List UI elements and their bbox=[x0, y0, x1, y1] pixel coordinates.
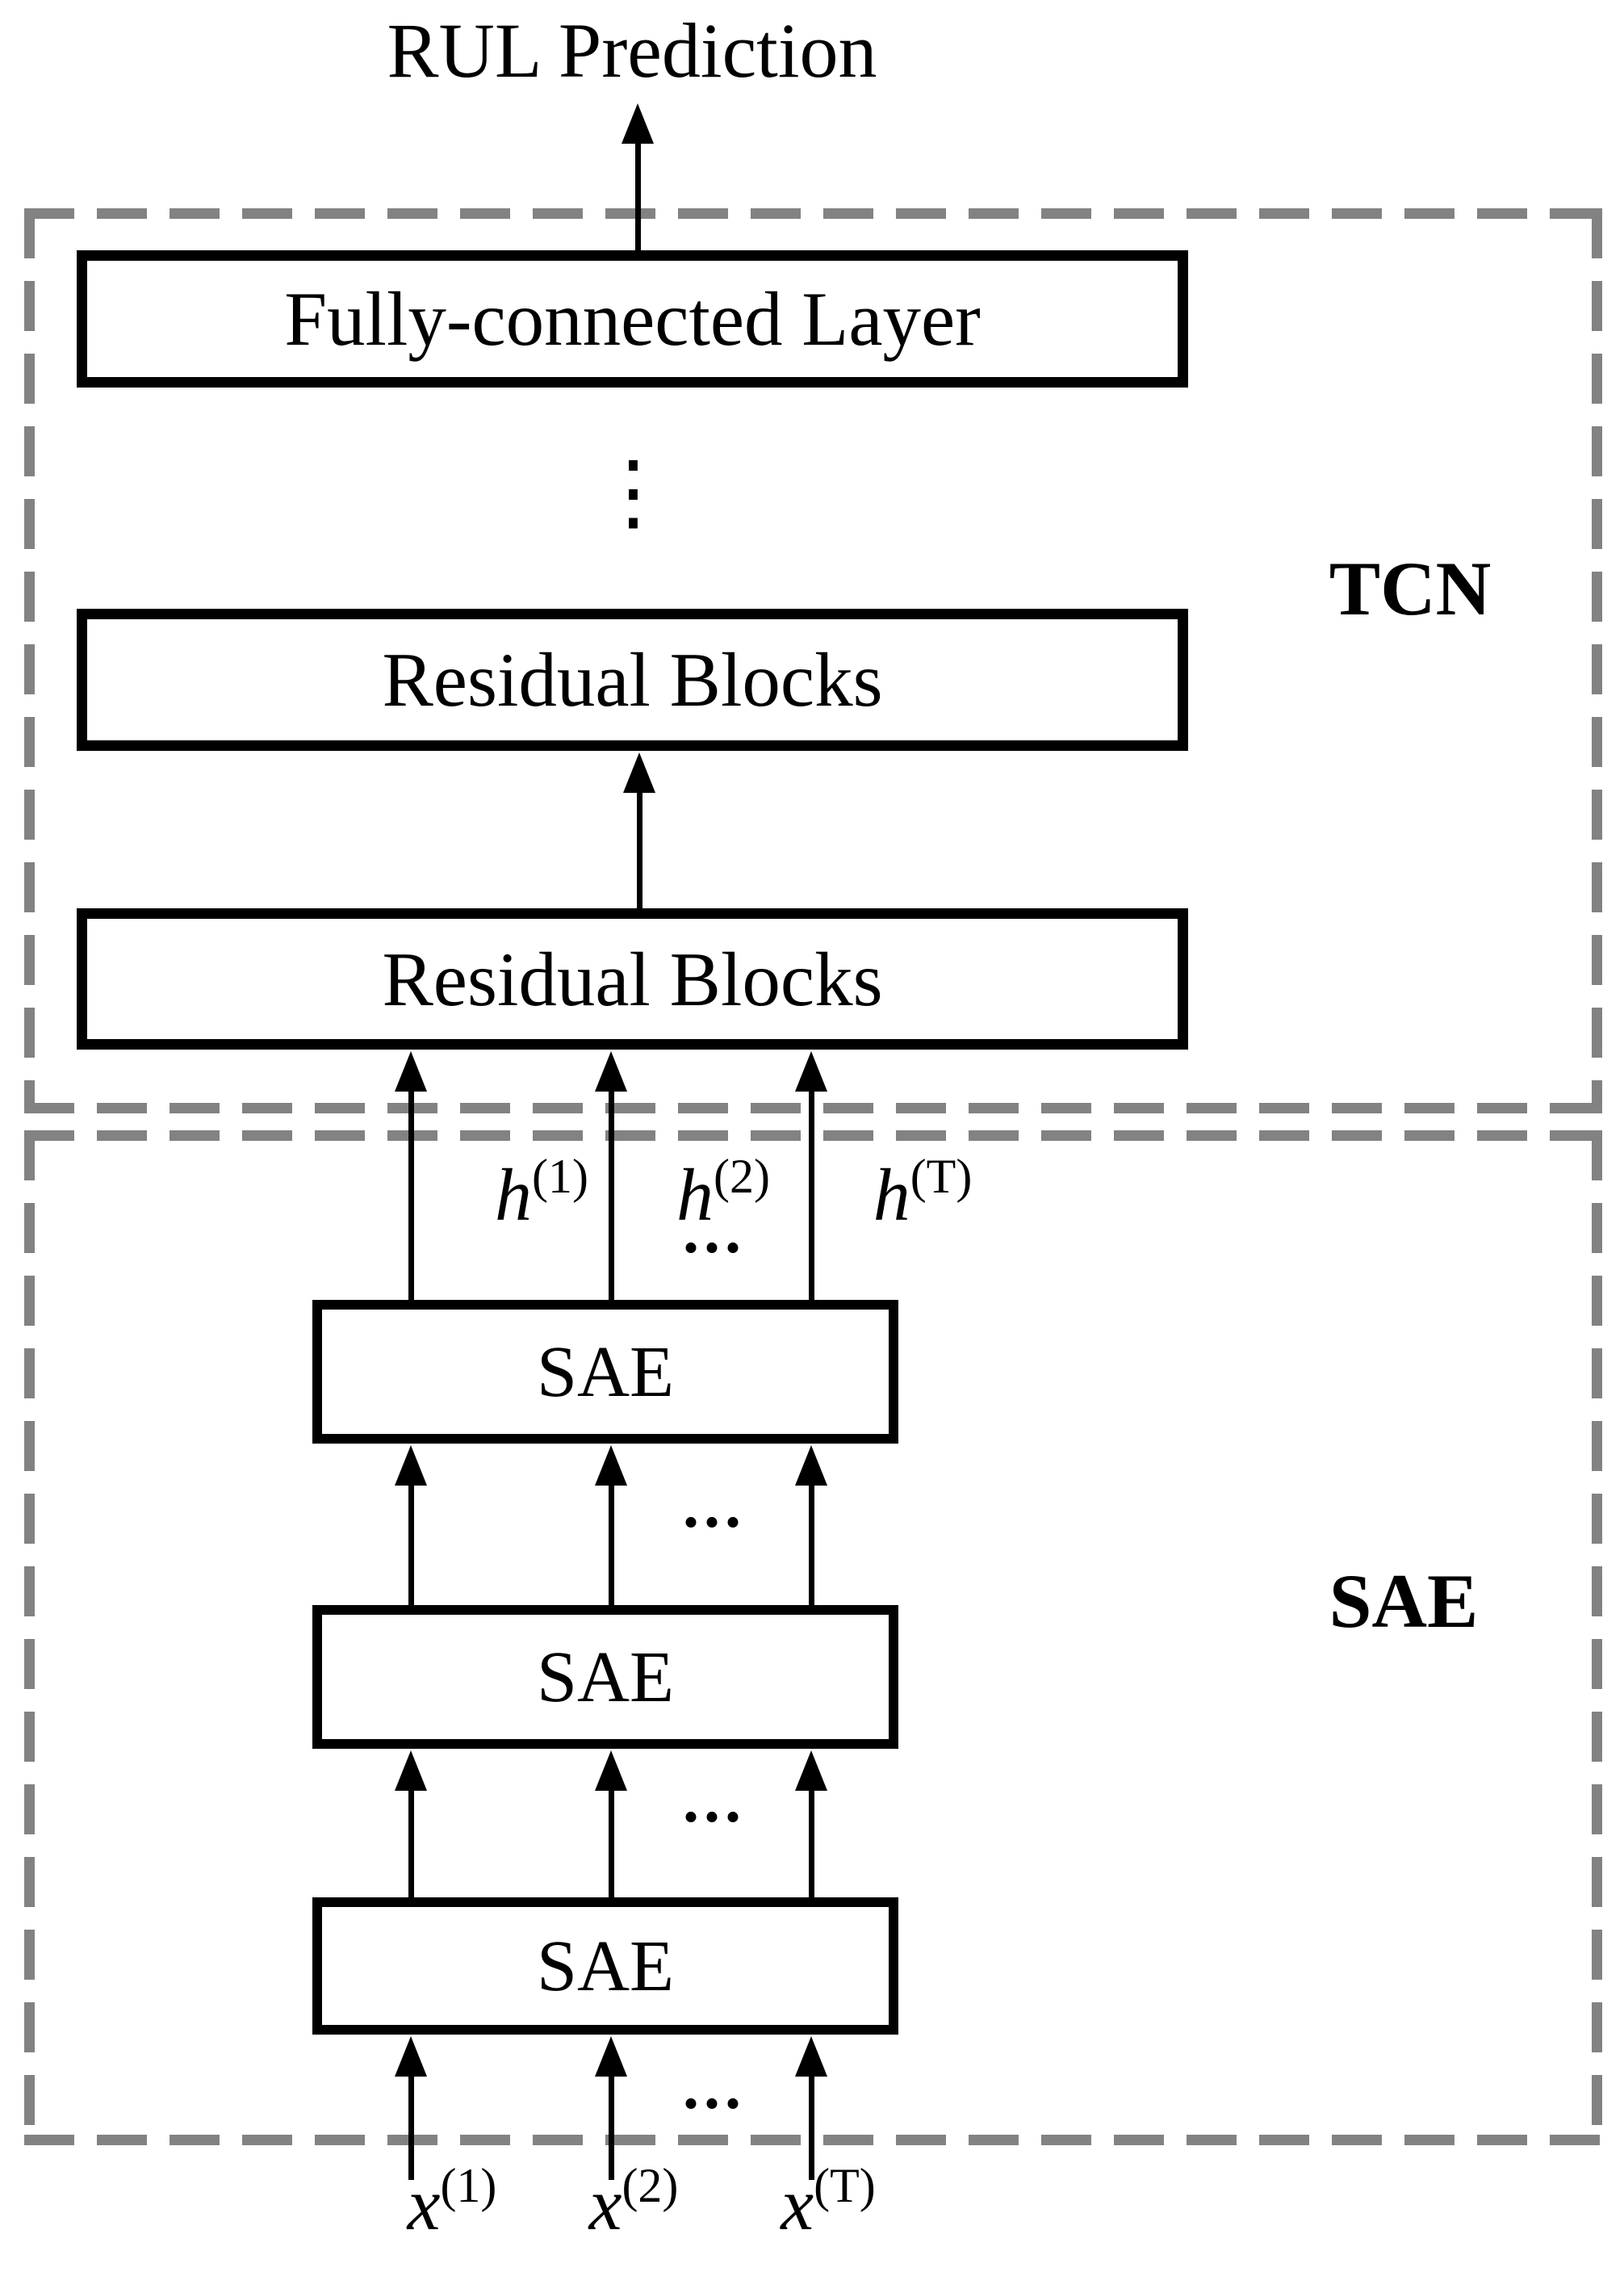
vertical-ellipsis: ⋮ bbox=[591, 445, 676, 539]
sae-row2-ellipsis: ... bbox=[683, 1765, 746, 1836]
residual-blocks-label-2: Residual Blocks bbox=[382, 936, 883, 1022]
sae-arrow-row1-shaft-3 bbox=[809, 1484, 814, 1605]
hidden-state-sup-1: (1) bbox=[532, 1150, 588, 1203]
sae-arrow-row2-shaft-2 bbox=[609, 1789, 614, 1897]
input-arrow-head-1 bbox=[395, 2036, 427, 2077]
input-arrow-shaft-3 bbox=[809, 2075, 814, 2180]
output-arrow-head bbox=[622, 103, 654, 144]
input-sup-1: (1) bbox=[440, 2159, 497, 2212]
hidden-state-label-3: h(T) bbox=[850, 1150, 995, 1248]
tcn-dashed-border-right bbox=[1592, 208, 1602, 1113]
residual-blocks-box-1: Residual Blocks bbox=[77, 609, 1188, 751]
rul-prediction-label: RUL Prediction bbox=[387, 7, 877, 94]
input-sup-2: (2) bbox=[622, 2159, 679, 2212]
sae-region-label: SAE bbox=[1329, 1558, 1479, 1644]
input-label-1: x(1) bbox=[379, 2159, 525, 2257]
output-arrow-shaft bbox=[635, 142, 641, 250]
residual-arrow-shaft bbox=[637, 791, 642, 908]
sae-arrow-row1-shaft-2 bbox=[609, 1484, 614, 1605]
sae-box-1: SAE bbox=[312, 1300, 898, 1444]
hidden-ellipsis: ... bbox=[683, 1196, 746, 1267]
sae-arrow-row1-head-3 bbox=[795, 1445, 827, 1486]
input-base-2: x bbox=[588, 2163, 622, 2245]
sae-row1-ellipsis: ... bbox=[683, 1470, 746, 1541]
hidden-state-label-2: h(2) bbox=[651, 1150, 796, 1248]
sae-arrow-row2-shaft-3 bbox=[809, 1789, 814, 1897]
residual-blocks-label-1: Residual Blocks bbox=[382, 637, 883, 723]
hidden-arrow-head-3 bbox=[795, 1051, 827, 1092]
input-label-3: x(T) bbox=[755, 2159, 901, 2257]
hidden-state-label-1: h(1) bbox=[469, 1150, 614, 1248]
hidden-state-base-2: h bbox=[676, 1154, 714, 1236]
input-sup-3: (T) bbox=[814, 2159, 876, 2212]
tcn-dashed-border-left bbox=[24, 208, 35, 1113]
sae-dashed-border-left bbox=[24, 1130, 35, 2145]
input-base-3: x bbox=[781, 2163, 814, 2245]
sae-dashed-border-right bbox=[1592, 1130, 1602, 2145]
sae-arrow-row1-head-2 bbox=[595, 1445, 627, 1486]
fully-connected-layer-label: Fully-connected Layer bbox=[284, 276, 981, 362]
hidden-state-sup-3: (T) bbox=[910, 1150, 973, 1203]
sae-box-label-1: SAE bbox=[536, 1331, 675, 1412]
residual-blocks-box-2: Residual Blocks bbox=[77, 908, 1188, 1050]
sae-box-label-3: SAE bbox=[536, 1926, 675, 2006]
hidden-arrow-shaft-1 bbox=[408, 1090, 414, 1300]
sae-box-2: SAE bbox=[312, 1605, 898, 1749]
input-ellipsis: ... bbox=[683, 2052, 746, 2123]
sae-arrow-row2-head-3 bbox=[795, 1750, 827, 1791]
hidden-state-base-3: h bbox=[873, 1154, 910, 1236]
input-arrow-shaft-1 bbox=[408, 2075, 414, 2180]
input-arrow-head-2 bbox=[595, 2036, 627, 2077]
hidden-arrow-head-1 bbox=[395, 1051, 427, 1092]
sae-arrow-row2-shaft-1 bbox=[408, 1789, 414, 1897]
sae-arrow-row1-head-1 bbox=[395, 1445, 427, 1486]
sae-box-label-2: SAE bbox=[536, 1637, 675, 1717]
sae-arrow-row1-shaft-1 bbox=[408, 1484, 414, 1605]
residual-arrow-head bbox=[623, 752, 655, 793]
sae-box-3: SAE bbox=[312, 1897, 898, 2035]
tcn-dashed-border-top bbox=[24, 208, 1602, 219]
hidden-arrow-head-2 bbox=[595, 1051, 627, 1092]
input-base-1: x bbox=[407, 2163, 441, 2245]
sae-arrow-row2-head-1 bbox=[395, 1750, 427, 1791]
input-arrow-shaft-2 bbox=[609, 2075, 614, 2180]
fully-connected-layer-box: Fully-connected Layer bbox=[77, 250, 1188, 388]
hidden-arrow-shaft-2 bbox=[609, 1090, 614, 1300]
tcn-region-label: TCN bbox=[1329, 546, 1492, 631]
sae-arrow-row2-head-2 bbox=[595, 1750, 627, 1791]
hidden-state-base-1: h bbox=[495, 1154, 533, 1236]
hidden-state-sup-2: (2) bbox=[714, 1150, 770, 1203]
input-arrow-head-3 bbox=[795, 2036, 827, 2077]
hidden-arrow-shaft-3 bbox=[809, 1090, 814, 1300]
input-label-2: x(2) bbox=[561, 2159, 706, 2257]
